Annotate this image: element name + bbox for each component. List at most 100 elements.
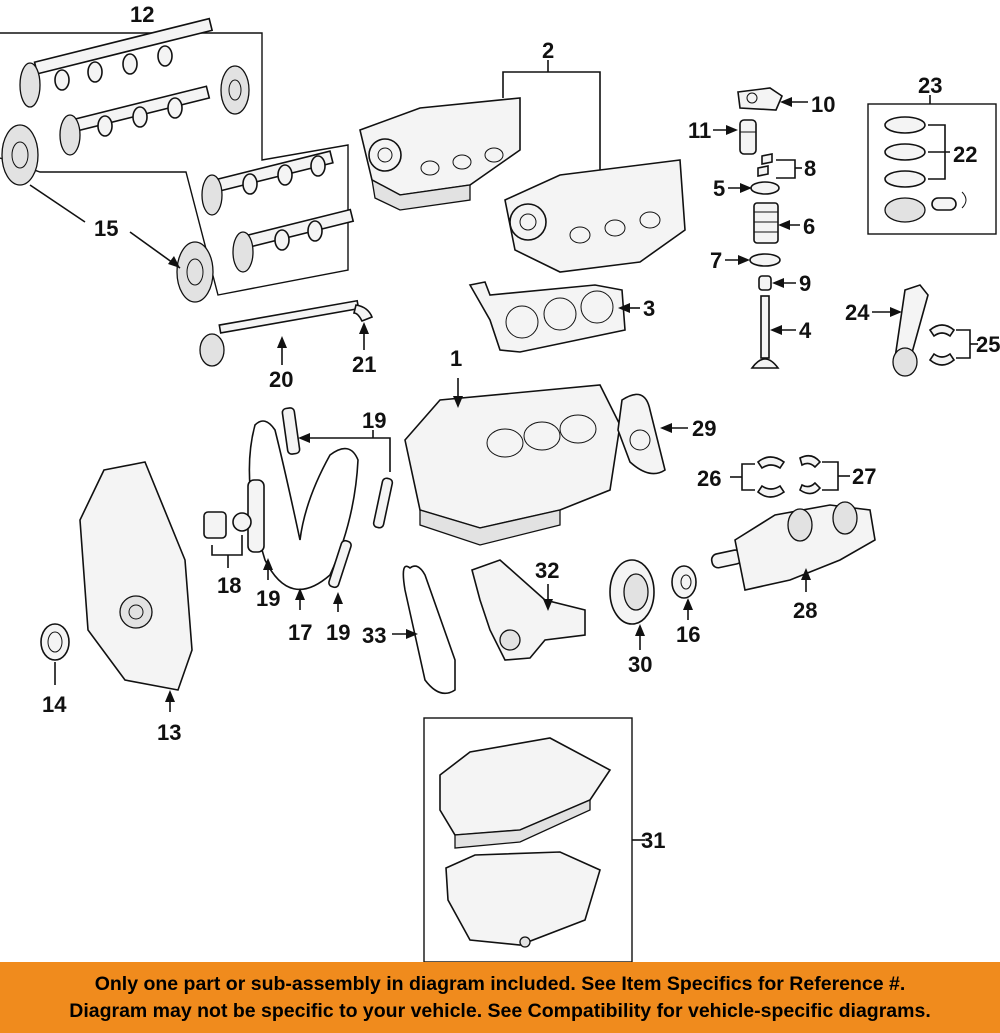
callout-29: 29 xyxy=(692,416,716,441)
leader-20 xyxy=(277,336,287,365)
callout-13: 13 xyxy=(157,720,181,745)
leader-17 xyxy=(295,588,305,610)
callout-25: 25 xyxy=(976,332,1000,357)
chain-guide-lower[interactable] xyxy=(328,539,352,589)
leader-5 xyxy=(728,183,752,193)
leader-8 xyxy=(776,159,802,179)
chain-guide-right[interactable] xyxy=(372,477,394,529)
callout-20: 20 xyxy=(269,367,293,392)
disclaimer-line-2: Diagram may not be specific to your vehi… xyxy=(69,1000,931,1022)
cylinder-head-right[interactable] xyxy=(504,159,686,273)
callout-24: 24 xyxy=(845,300,870,325)
callout-27: 27 xyxy=(852,464,876,489)
callout-26: 26 xyxy=(697,466,721,491)
piston[interactable] xyxy=(884,191,967,223)
callout-11: 11 xyxy=(688,118,711,143)
head-gasket[interactable] xyxy=(468,281,626,353)
callout-14: 14 xyxy=(42,692,67,717)
rocker-arm[interactable] xyxy=(737,87,783,111)
cam-sprocket-lower[interactable] xyxy=(176,241,214,303)
valve-keepers[interactable] xyxy=(757,153,773,177)
callout-1: 1 xyxy=(450,346,462,371)
engine-valve[interactable] xyxy=(750,295,780,369)
drive-belt[interactable] xyxy=(402,565,456,695)
callout-30: 30 xyxy=(628,652,652,677)
leader-28 xyxy=(801,568,811,592)
callout-17: 17 xyxy=(288,620,312,645)
leader-13 xyxy=(165,690,175,712)
callout-21: 21 xyxy=(352,352,376,377)
leader-26 xyxy=(730,463,755,491)
leader-22 xyxy=(928,124,950,180)
leader-7 xyxy=(725,255,750,265)
leader-32 xyxy=(543,584,553,611)
valve-stem-seal[interactable] xyxy=(758,275,772,291)
timing-chain[interactable] xyxy=(248,420,359,591)
cam-sprocket-top-right[interactable] xyxy=(220,65,250,115)
front-cover[interactable] xyxy=(79,461,193,691)
upper-oil-pan[interactable] xyxy=(439,737,612,849)
leader-6 xyxy=(778,220,800,230)
disclaimer-banner: Only one part or sub-assembly in diagram… xyxy=(0,962,1000,1033)
chain-tensioner-rail[interactable] xyxy=(247,479,265,553)
callout-31: 31 xyxy=(641,828,665,853)
callout-32: 32 xyxy=(535,558,559,583)
leader-18 xyxy=(211,535,243,568)
callout-8: 8 xyxy=(804,156,816,181)
spring-seat[interactable] xyxy=(749,253,781,267)
callout-19-left: 19 xyxy=(256,586,280,611)
callout-12: 12 xyxy=(130,2,154,27)
leader-4 xyxy=(770,325,796,335)
rod-bearings[interactable] xyxy=(928,324,956,366)
hydraulic-lifter[interactable] xyxy=(739,119,757,155)
leader-25 xyxy=(956,329,978,359)
callout-18: 18 xyxy=(217,573,241,598)
thrust-bearings-27[interactable] xyxy=(799,454,822,495)
callout-19-right: 19 xyxy=(326,620,350,645)
camshaft-4[interactable] xyxy=(232,208,355,273)
leader-16 xyxy=(683,598,693,620)
piston-rings[interactable] xyxy=(884,116,926,188)
callout-33: 33 xyxy=(362,623,386,648)
balance-shaft[interactable] xyxy=(199,299,360,367)
callout-19-top: 19 xyxy=(362,408,386,433)
cam-sprocket-left[interactable] xyxy=(1,124,39,186)
chain-tensioner[interactable] xyxy=(203,511,252,539)
lower-oil-pan[interactable] xyxy=(445,851,601,948)
callout-2: 2 xyxy=(542,38,554,63)
callout-7: 7 xyxy=(710,248,722,273)
crank-sprocket[interactable] xyxy=(671,565,697,599)
leader-19-top xyxy=(298,430,391,472)
callout-15: 15 xyxy=(94,216,118,241)
callout-3: 3 xyxy=(643,296,655,321)
oil-pump[interactable] xyxy=(471,559,586,661)
connecting-rod[interactable] xyxy=(892,284,929,377)
leader-19-right xyxy=(333,592,343,612)
oil-pan-box xyxy=(423,717,645,962)
valve-spring[interactable] xyxy=(753,202,779,244)
balance-shaft-key[interactable] xyxy=(352,304,374,323)
callout-10: 10 xyxy=(811,92,835,117)
crankshaft[interactable] xyxy=(710,501,876,591)
cylinder-head-left[interactable] xyxy=(359,97,521,211)
leader-19-left xyxy=(263,558,273,580)
leader-11 xyxy=(713,125,738,135)
rear-cover[interactable] xyxy=(617,393,666,475)
callout-16: 16 xyxy=(676,622,700,647)
callout-23: 23 xyxy=(918,73,942,98)
callout-6: 6 xyxy=(803,214,815,239)
leader-15 xyxy=(29,184,181,269)
leader-1 xyxy=(453,378,463,408)
camshaft-1[interactable] xyxy=(19,17,214,108)
camshaft-2[interactable] xyxy=(59,85,211,156)
harmonic-balancer[interactable] xyxy=(609,559,655,625)
chain-guide-top[interactable] xyxy=(281,407,301,455)
engine-block[interactable] xyxy=(404,384,621,546)
spring-retainer[interactable] xyxy=(750,181,780,195)
leader-21 xyxy=(359,322,369,350)
leader-9 xyxy=(772,278,796,288)
main-bearings-26[interactable] xyxy=(756,456,786,498)
camshaft-3[interactable] xyxy=(201,150,334,216)
leader-27 xyxy=(822,461,850,491)
front-crank-seal[interactable] xyxy=(40,623,70,661)
